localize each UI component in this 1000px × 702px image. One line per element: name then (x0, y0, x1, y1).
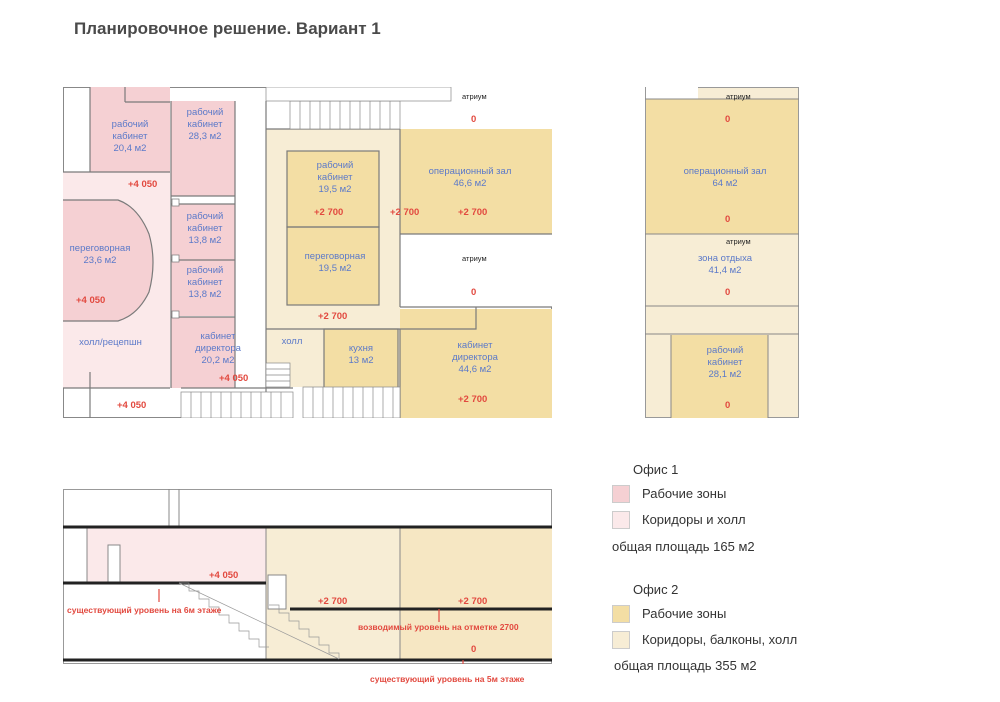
floor-plan-1-drawing (63, 86, 552, 419)
legend-o2-work: Рабочие зоны (642, 606, 727, 621)
floor-plan-2-drawing (645, 87, 799, 418)
section-level: +2 700 (458, 596, 488, 607)
hall-label-1: холл/рецепшн (79, 337, 142, 348)
level-mark: +2 700 (390, 207, 420, 218)
legend-swatch-o2-corr (612, 631, 630, 649)
atrium-label: атриум (462, 254, 487, 263)
level-mark: +2 700 (314, 207, 344, 218)
atrium-label: атриум (726, 237, 751, 246)
level-mark: +4 050 (76, 295, 106, 306)
level-mark: 0 (471, 114, 477, 125)
level-mark: 0 (725, 287, 731, 298)
section-note-1: существующий уровень на 6м этаже (67, 605, 222, 615)
section-note-3: существующий уровень на 5м этаже (370, 674, 525, 684)
legend-swatch-o1-work (612, 485, 630, 503)
level-mark: +2 700 (318, 311, 348, 322)
level-mark: 0 (725, 214, 731, 225)
level-mark: 0 (725, 114, 731, 125)
level-mark: 0 (471, 287, 477, 298)
legend-o1-corr: Коридоры и холл (642, 512, 746, 527)
level-mark: +4 050 (219, 373, 249, 384)
section-note-2: возводимый уровень на отметке 2700 (358, 622, 519, 632)
level-mark: 0 (725, 400, 731, 411)
legend-office2-title: Офис 2 (633, 582, 679, 597)
legend-o1-work: Рабочие зоны (642, 486, 727, 501)
level-mark: +2 700 (458, 207, 488, 218)
section-level: 0 (471, 644, 477, 655)
legend-office1-title: Офис 1 (633, 462, 679, 477)
legend-swatch-o1-corr (612, 511, 630, 529)
legend-swatch-o2-work (612, 605, 630, 623)
section-drawing-svg (63, 489, 552, 673)
floor-plan-1 (63, 86, 552, 419)
level-mark: +4 050 (117, 400, 147, 411)
section-level: +2 700 (318, 596, 348, 607)
level-mark: +2 700 (458, 394, 488, 405)
atrium-label: атриум (462, 92, 487, 101)
section-level: +4 050 (209, 570, 239, 581)
atrium-label: атриум (726, 92, 751, 101)
level-mark: +4 050 (128, 179, 158, 190)
legend-o2-total: общая площадь 355 м2 (614, 658, 757, 673)
legend-o1-total: общая площадь 165 м2 (612, 539, 755, 554)
page-title: Планировочное решение. Вариант 1 (74, 19, 381, 38)
floor-plan-2 (645, 87, 799, 418)
hall-label-2: холл (281, 336, 303, 347)
section-drawing (63, 489, 552, 673)
legend-o2-corr: Коридоры, балконы, холл (642, 632, 798, 647)
